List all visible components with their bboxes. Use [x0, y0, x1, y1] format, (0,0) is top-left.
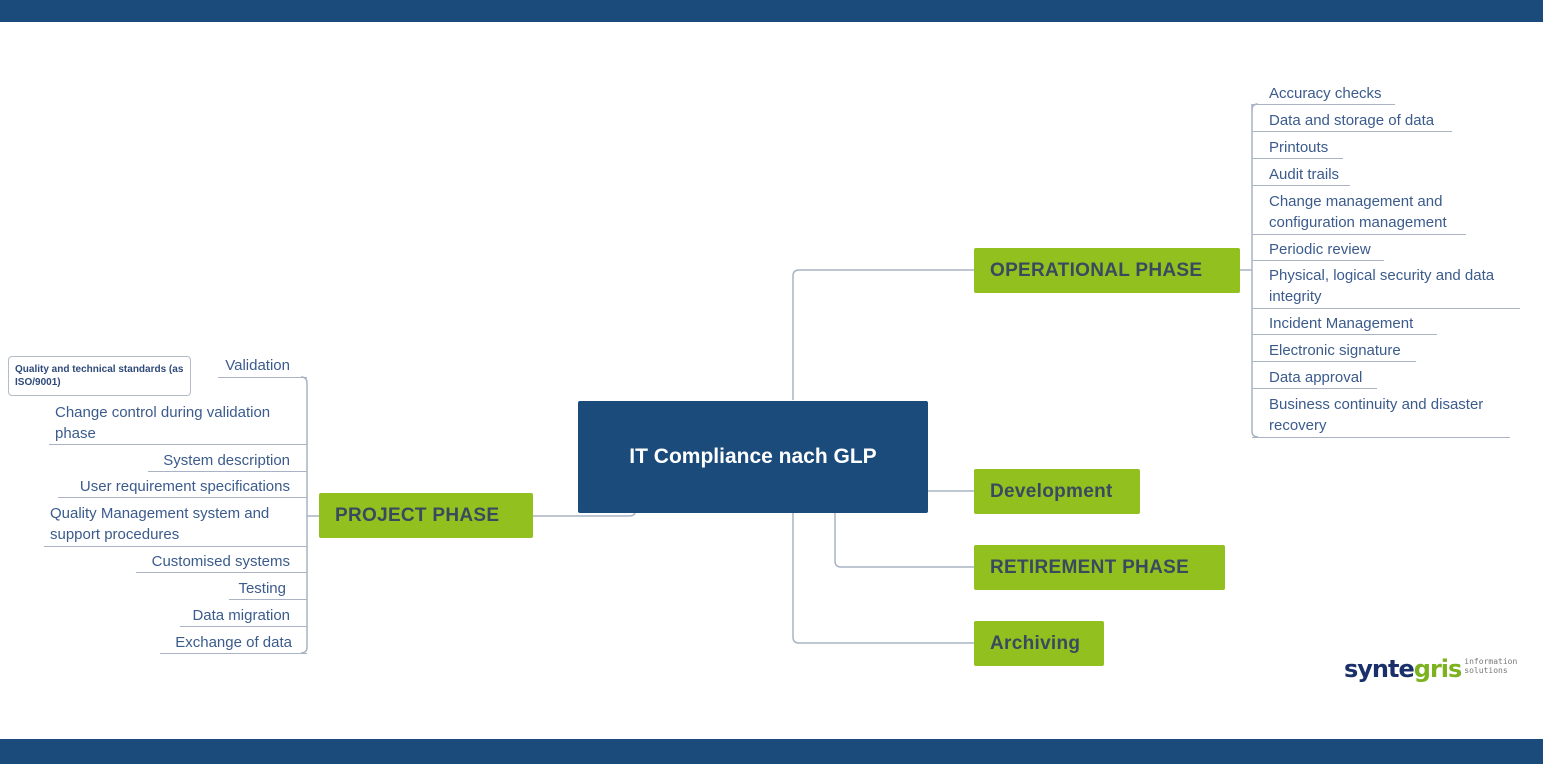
top-bar	[0, 0, 1543, 22]
archiving-node[interactable]: Archiving	[974, 621, 1104, 666]
operational-item[interactable]: Electronic signature	[1252, 340, 1416, 362]
project-item[interactable]: Exchange of data	[160, 632, 307, 654]
bottom-bar	[0, 739, 1543, 764]
operational-item[interactable]: Printouts	[1252, 137, 1343, 159]
operational-item[interactable]: Physical, logical security and data inte…	[1252, 265, 1520, 309]
central-topic[interactable]: IT Compliance nach GLP	[578, 401, 928, 513]
project-item[interactable]: User requirement specifications	[58, 476, 307, 498]
validation-note[interactable]: Quality and technical standards (as ISO/…	[8, 356, 191, 396]
operational-phase-node[interactable]: OPERATIONAL PHASE	[974, 248, 1240, 293]
operational-item[interactable]: Data and storage of data	[1252, 110, 1452, 132]
project-item[interactable]: Change control during validation phase	[49, 402, 307, 445]
operational-item[interactable]: Periodic review	[1252, 239, 1384, 261]
operational-item[interactable]: Audit trails	[1252, 164, 1350, 186]
project-item[interactable]: Validation	[218, 355, 307, 378]
project-item[interactable]: System description	[148, 450, 307, 472]
operational-item[interactable]: Accuracy checks	[1252, 83, 1395, 105]
project-item[interactable]: Customised systems	[136, 551, 307, 573]
project-phase-node[interactable]: PROJECT PHASE	[319, 493, 533, 538]
operational-item[interactable]: Change management and configuration mana…	[1252, 191, 1466, 235]
project-item[interactable]: Data migration	[180, 605, 307, 627]
project-item[interactable]: Quality Management system and support pr…	[44, 503, 307, 547]
operational-item[interactable]: Incident Management	[1252, 313, 1437, 335]
project-item[interactable]: Testing	[229, 578, 307, 600]
operational-item[interactable]: Data approval	[1252, 367, 1377, 389]
retirement-phase-node[interactable]: RETIREMENT PHASE	[974, 545, 1225, 590]
development-node[interactable]: Development	[974, 469, 1140, 514]
operational-item[interactable]: Business continuity and disaster recover…	[1252, 394, 1510, 438]
